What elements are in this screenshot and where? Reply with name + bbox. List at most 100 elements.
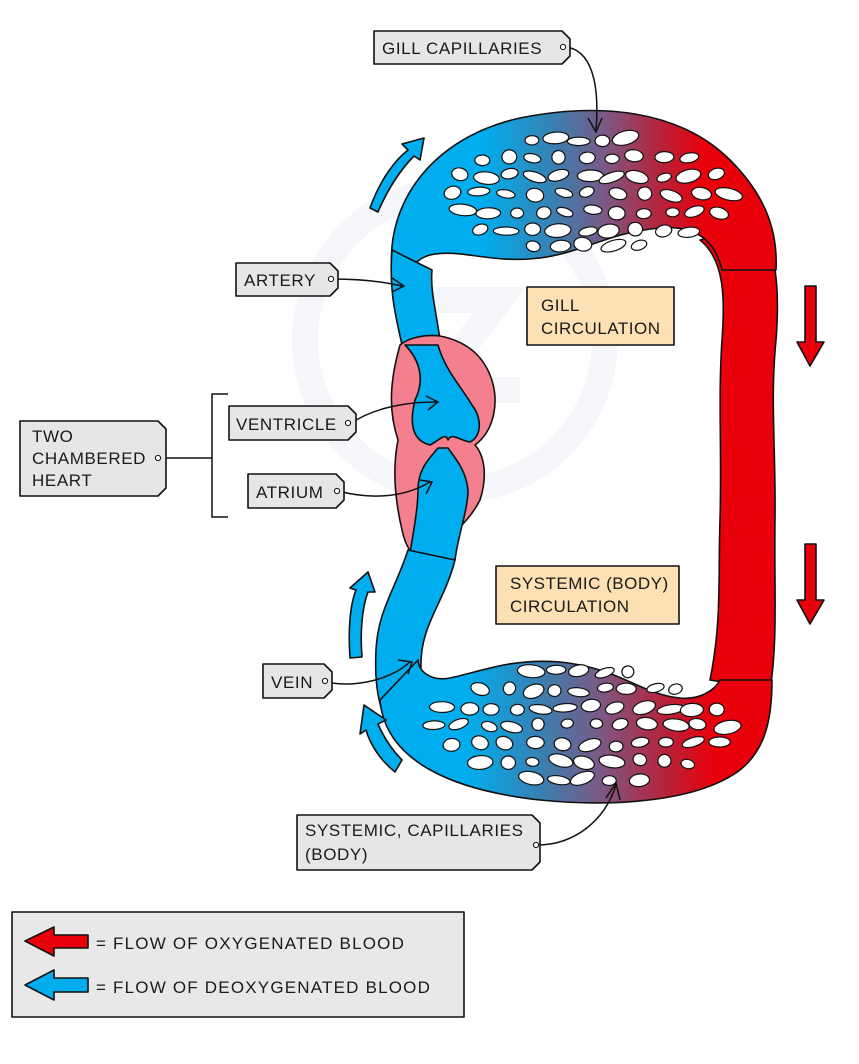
tag-gill-capillaries-text: GILL CAPILLARIES: [382, 39, 542, 58]
capillary-hole: [594, 666, 615, 679]
capillary-hole: [442, 737, 461, 752]
tag-vein-text: VEIN: [271, 673, 313, 692]
tag-heart-line-3: HEART: [32, 471, 92, 490]
capillary-hole: [632, 753, 648, 767]
capillary-hole: [679, 152, 700, 164]
capillary-hole: [654, 150, 675, 164]
capillary-hole: [470, 682, 490, 697]
capillary-hole: [677, 226, 701, 239]
capillary-hole: [578, 151, 596, 165]
capillary-hole: [531, 717, 545, 732]
dorsal-aorta-vessel: [699, 224, 779, 691]
capillary-hole: [684, 205, 705, 218]
capillary-hole: [516, 664, 546, 679]
capillary-hole: [553, 737, 572, 752]
capillary-hole: [600, 238, 627, 253]
capillary-hole: [480, 720, 498, 733]
capillary-hole: [632, 700, 656, 716]
tag-atrium-text: ATRIUM: [256, 483, 324, 502]
capillary-hole: [545, 664, 567, 675]
capillary-hole: [573, 236, 593, 252]
capillary-hole: [567, 687, 590, 698]
capillary-hole: [572, 755, 595, 771]
capillary-hole: [681, 736, 705, 749]
capillary-hole: [522, 170, 547, 184]
legend: = FLOW OF OXYGENATED BLOOD = FLOW OF DEO…: [11, 911, 465, 1018]
capillary-hole: [422, 720, 446, 731]
capillary-hole: [708, 736, 731, 748]
gill-circulation-line-1: GILL: [541, 296, 580, 315]
capillary-hole: [500, 755, 517, 771]
tag-heart-line-2: CHAMBERED: [32, 449, 146, 468]
tag-artery: ARTERY: [235, 262, 339, 297]
capillary-hole: [583, 204, 603, 215]
tag-systemic-capillaries: SYSTEMIC, CAPILLARIES (BODY): [296, 814, 541, 871]
capillary-hole: [604, 153, 620, 165]
blue-arrow-left-icon: [24, 969, 89, 1001]
capillary-hole: [443, 185, 462, 200]
capillary-hole: [474, 154, 491, 167]
legend-item-oxygenated: = FLOW OF OXYGENATED BLOOD: [24, 926, 404, 957]
blue-flow-arrow-mid: [348, 571, 376, 659]
red-arrow-left-icon: [24, 926, 89, 957]
capillary-hole: [518, 770, 545, 786]
capillary-hole: [525, 756, 540, 767]
capillary-hole: [526, 735, 545, 750]
tag-gill-capillaries: GILL CAPILLARIES: [373, 30, 571, 65]
capillary-hole: [509, 703, 525, 716]
gill-circulation-box: GILL CIRCULATION: [526, 286, 675, 346]
capillary-hole: [601, 775, 617, 787]
capillary-hole: [589, 718, 604, 729]
capillary-hole: [659, 188, 683, 203]
capillary-hole: [611, 129, 640, 147]
tag-ventricle: VENTRICLE: [228, 405, 357, 441]
capillary-hole: [567, 664, 590, 678]
capillary-hole: [448, 717, 469, 731]
capillary-hole: [627, 221, 644, 237]
capillary-hole: [501, 149, 518, 165]
capillary-hole: [525, 240, 541, 253]
capillary-hole: [597, 223, 620, 239]
capillary-hole: [656, 172, 672, 183]
capillary-hole: [522, 683, 545, 700]
leader-gill-capillaries-head: [587, 117, 603, 134]
systemic-circulation-line-2: CIRCULATION: [510, 597, 629, 616]
capillary-hole: [472, 223, 489, 236]
tag-heart: TWO CHAMBERED HEART: [19, 420, 167, 497]
capillary-hole: [662, 718, 690, 732]
tag-systemic-capillaries-line-1: SYSTEMIC, CAPILLARIES: [305, 821, 524, 840]
capillary-hole: [708, 702, 725, 717]
capillary-hole: [473, 171, 500, 186]
capillary-hole: [525, 187, 545, 203]
capillary-hole: [524, 134, 540, 146]
red-flow-arrow-lower: [796, 543, 825, 625]
capillary-hole: [608, 187, 628, 201]
capillary-hole: [467, 186, 491, 197]
capillary-hole: [709, 206, 730, 220]
capillary-hole: [548, 753, 574, 768]
capillary-hole: [580, 698, 602, 713]
capillary-hole: [560, 718, 574, 729]
capillary-hole: [460, 702, 480, 716]
legend-item-deoxygenated: = FLOW OF DEOXYGENATED BLOOD: [24, 969, 430, 1001]
capillary-hole: [466, 754, 494, 771]
capillary-hole: [608, 740, 624, 753]
tag-vein: VEIN: [262, 663, 333, 699]
capillary-hole: [502, 681, 517, 696]
capillary-hole: [544, 223, 572, 239]
capillary-hole: [566, 136, 591, 147]
capillary-hole: [690, 186, 712, 201]
capillary-hole: [482, 702, 500, 716]
capillary-hole: [578, 226, 598, 237]
capillary-hole: [554, 187, 574, 199]
ventricle-chamber: [404, 344, 481, 446]
capillary-hole: [578, 186, 595, 198]
capillary-hole: [578, 737, 602, 753]
capillary-hole: [607, 205, 626, 221]
capillary-hole: [635, 716, 658, 731]
capillary-hole: [510, 207, 525, 219]
capillary-hole: [630, 736, 650, 748]
capillary-hole: [523, 152, 542, 164]
capillary-hole: [624, 149, 644, 163]
